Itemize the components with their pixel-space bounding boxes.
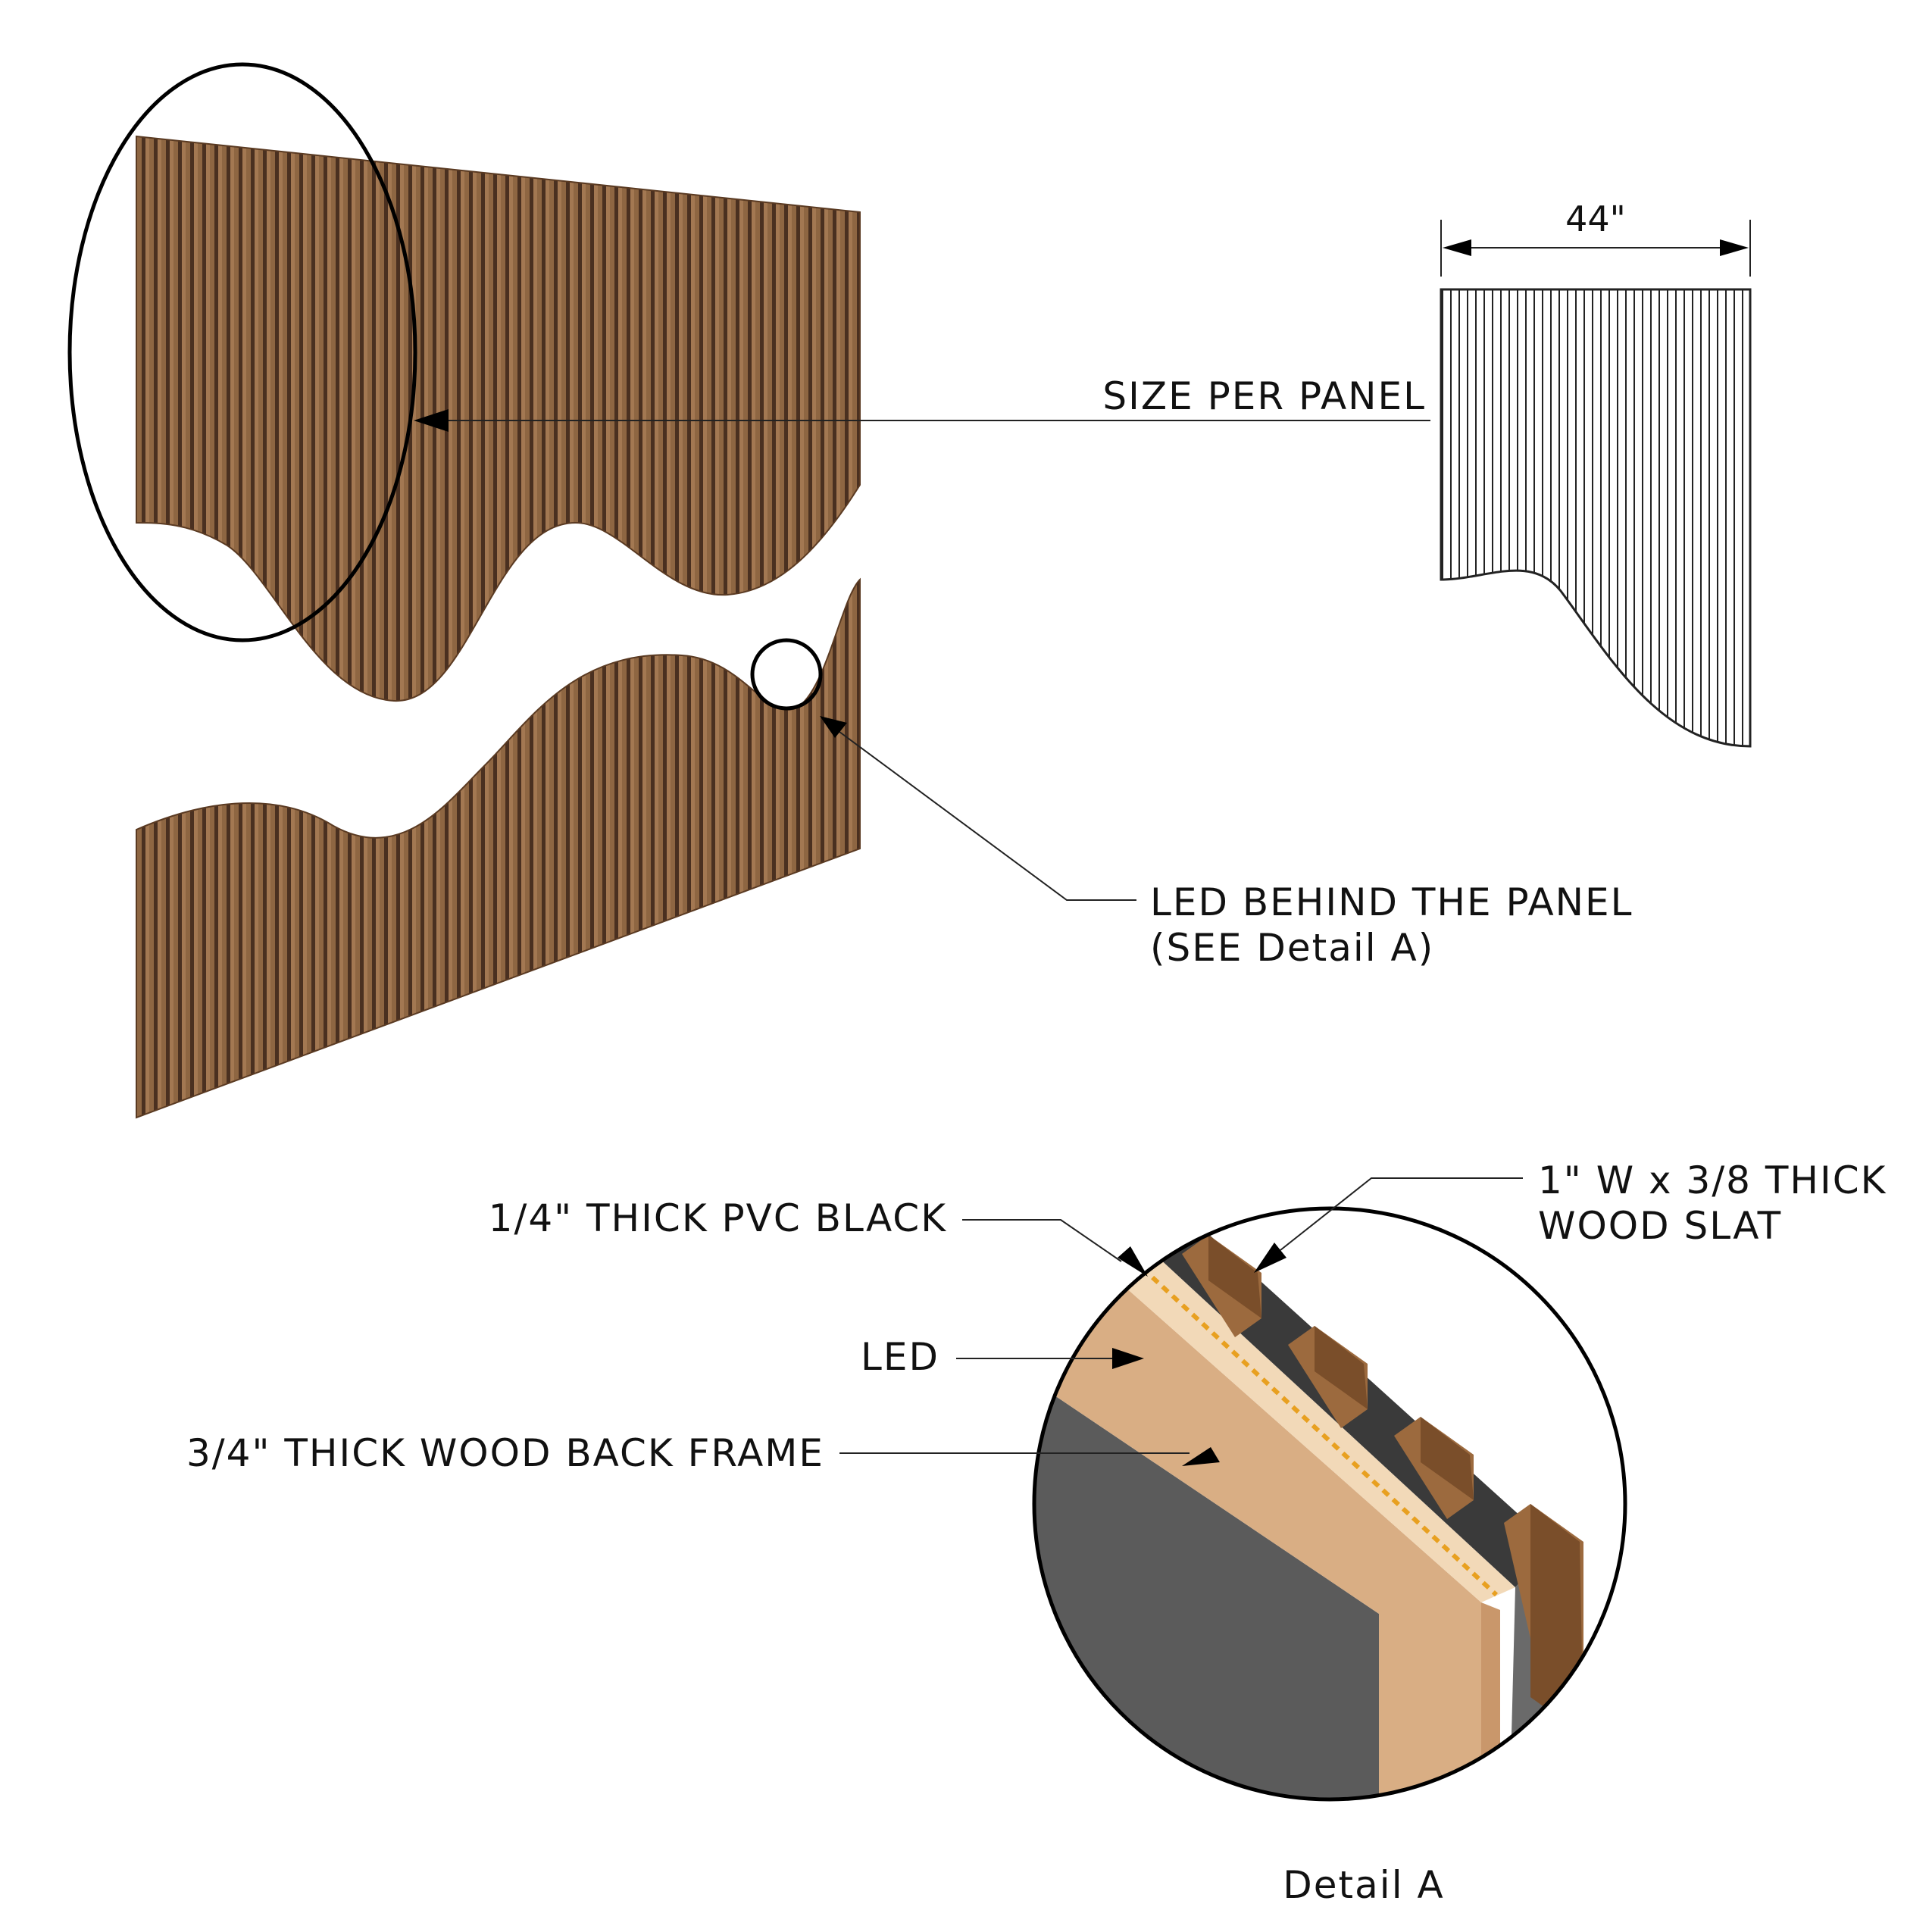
back-frame-label: 3/4" THICK WOOD BACK FRAME: [186, 1431, 824, 1475]
pvc-label: 1/4" THICK PVC BLACK: [489, 1196, 947, 1240]
led-callout-circle: [750, 638, 823, 711]
led-strip: [1100, 1229, 1499, 1597]
back-frame-edge: [1481, 1602, 1500, 1777]
led-behind-label-line2: (SEE Detail A): [1150, 926, 1434, 970]
led-behind-panel-callout: LED BEHIND THE PANEL (SEE Detail A): [820, 716, 1633, 970]
back-frame-callout: 3/4" THICK WOOD BACK FRAME: [186, 1431, 1220, 1475]
upper-panel-shape: [136, 135, 861, 702]
back-frame-face: [1034, 1250, 1481, 1799]
detail-a: Detail A: [1032, 1206, 1627, 1907]
width-dimension-label: 44": [1565, 199, 1626, 239]
lower-panel-shape: [136, 577, 861, 1119]
single-panel-elevation: [1440, 288, 1752, 748]
wood-slat-callout: 1" W x 3/8 THICK WOOD SLAT: [1254, 1158, 1887, 1273]
size-per-panel-label: SIZE PER PANEL: [1102, 374, 1426, 418]
lower-slat-panel: [136, 577, 861, 1119]
detail-a-title: Detail A: [1283, 1863, 1444, 1907]
size-per-panel-callout-ellipse: [67, 62, 417, 642]
slat-label-line1: 1" W x 3/8 THICK: [1538, 1158, 1887, 1202]
led-label: LED: [861, 1335, 939, 1379]
elevation-panel-shape: [1440, 288, 1752, 748]
detail-a-circle: [1032, 1206, 1627, 1802]
upper-slat-panel: [136, 135, 861, 702]
width-dimension: 44": [1440, 199, 1751, 277]
slat-label-line2: WOOD SLAT: [1538, 1204, 1782, 1248]
led-behind-label-line1: LED BEHIND THE PANEL: [1150, 880, 1633, 924]
wood-slats: [1182, 1235, 1583, 1754]
led-callout: LED: [861, 1335, 1144, 1379]
pvc-callout: 1/4" THICK PVC BLACK: [489, 1196, 1148, 1277]
led-layer: [1083, 1220, 1515, 1602]
size-per-panel-callout: SIZE PER PANEL: [414, 374, 1430, 432]
